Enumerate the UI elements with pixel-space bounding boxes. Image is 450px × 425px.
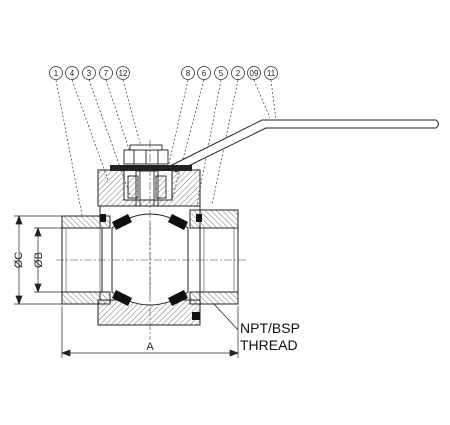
dimension-c [14, 215, 62, 305]
callout-bubble-8: 8 [181, 66, 195, 80]
callout-bubble-2: 2 [231, 66, 245, 80]
handle-plate [110, 165, 192, 171]
callout-label: 5 [219, 69, 224, 78]
callout-label: 11 [267, 69, 276, 78]
dimension-a [61, 306, 239, 358]
thread-note-line2: THREAD [240, 337, 298, 353]
stem-nut [123, 144, 169, 165]
thread-note-line1: NPT/BSP [240, 320, 300, 336]
seats [112, 214, 188, 306]
dimension-a-label: A [146, 341, 154, 353]
callout-label: 09 [250, 69, 259, 78]
callout-bubble-5: 5 [214, 66, 228, 80]
callout-bubble-3: 3 [82, 66, 96, 80]
callout-label: 3 [87, 69, 92, 78]
thread-note-leader [213, 303, 239, 331]
callout-label: 1 [54, 69, 59, 78]
callout-bubble-09: 09 [247, 66, 261, 80]
centerlines [56, 140, 246, 340]
dimension-c-label: ØC [13, 252, 25, 269]
dimension-b-label: ØB [33, 252, 45, 268]
body-seals [100, 214, 202, 320]
callout-bubble-6: 6 [197, 66, 211, 80]
callout-bubble-4: 4 [65, 66, 79, 80]
callout-label: 4 [70, 69, 75, 78]
callout-label: 8 [186, 69, 191, 78]
callout-label: 12 [119, 69, 128, 78]
handle-lever [169, 119, 439, 173]
callout-bubble-7: 7 [99, 66, 113, 80]
callout-bubble-11: 11 [264, 66, 278, 80]
callout-label: 2 [236, 69, 241, 78]
callout-bubble-12: 12 [116, 66, 130, 80]
dimension-b [34, 227, 62, 293]
callout-label: 6 [202, 69, 207, 78]
callout-bubble-1: 1 [49, 66, 63, 80]
callout-label: 7 [104, 69, 109, 78]
